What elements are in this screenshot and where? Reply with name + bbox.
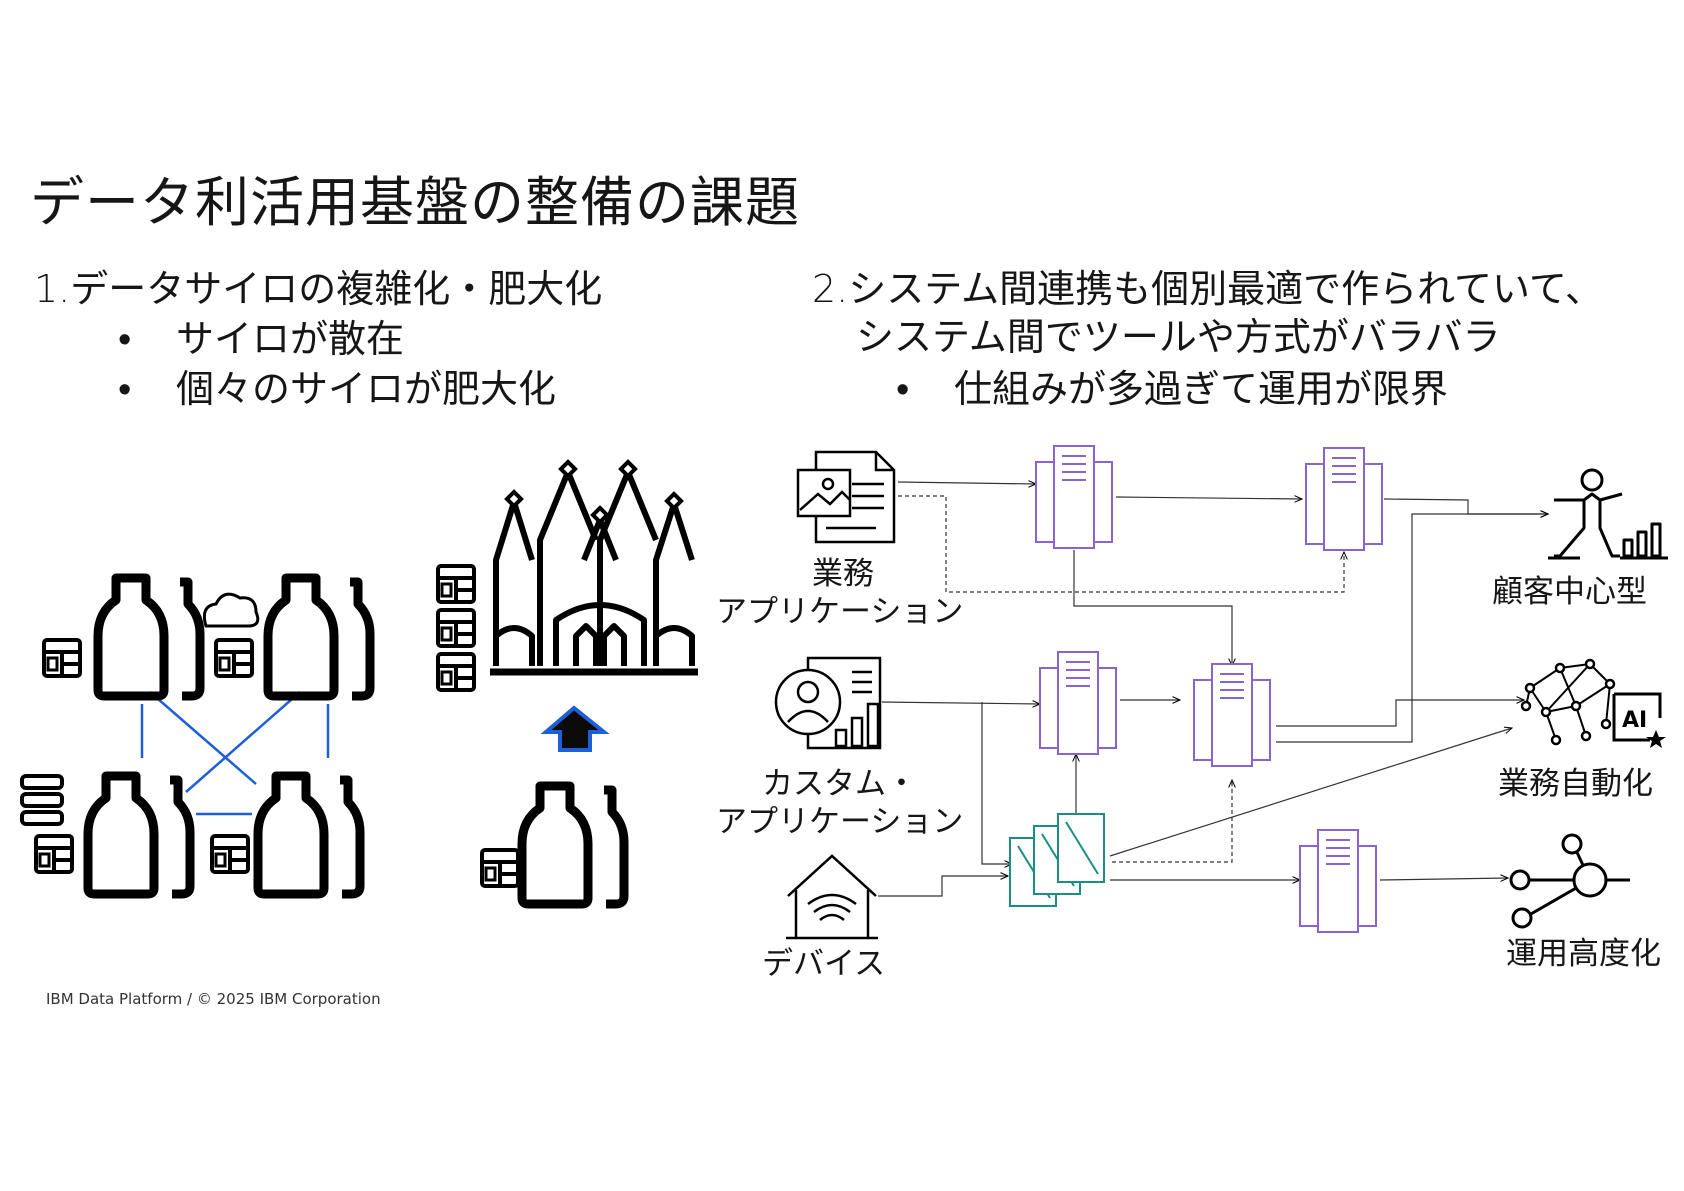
cathedral-icon — [490, 469, 698, 676]
section2-heading-line2: システム間でツールや方式がバラバラ — [856, 315, 1501, 359]
integration-server — [1305, 447, 1383, 551]
section1-bullet-1-text: サイロが散在 — [176, 317, 405, 361]
database-icon — [210, 834, 250, 874]
integration-server — [1039, 651, 1117, 755]
growth-arrow-icon — [540, 705, 610, 752]
ai-badge: AI — [1622, 708, 1647, 733]
star-icon — [1646, 730, 1666, 748]
silo-cluster — [20, 578, 370, 894]
section1-heading: 1.データサイロの複雑化・肥大化 — [34, 267, 603, 311]
custom-app-label-1: カスタム・ — [762, 766, 917, 802]
section1-bullet-2-text: 個々のサイロが肥大化 — [176, 367, 557, 411]
integration-connectors — [878, 482, 1548, 897]
hub-network-icon — [1509, 833, 1630, 929]
section2-bullet-1: • 仕組みが多過ぎて運用が限界 — [896, 358, 1448, 413]
section2-heading-line1: 2.システム間連携も個別最適で作られていて、 — [812, 267, 1603, 311]
outcome-operations-label: 運用高度化 — [1506, 936, 1661, 972]
database-icon — [480, 848, 520, 888]
silo-bottle — [98, 578, 200, 696]
section1-bullet-1: • サイロが散在 — [118, 308, 404, 363]
integration-server — [1299, 829, 1377, 933]
slide-title: データ利活用基盤の整備の課題 — [30, 171, 800, 234]
customer-centric-icon — [1548, 468, 1668, 560]
bullet-dot: • — [118, 367, 132, 411]
database-icon — [436, 608, 476, 648]
custom-app-label-2: アプリケーション — [716, 804, 964, 840]
cloud-icon — [202, 592, 260, 628]
section1-bullet-2: • 個々のサイロが肥大化 — [118, 358, 556, 413]
bullet-dot: • — [118, 317, 132, 361]
device-label: デバイス — [762, 946, 886, 982]
outcome-automation-label: 業務自動化 — [1498, 766, 1653, 802]
integration-server — [1193, 663, 1271, 767]
footer-copyright: IBM Data Platform / © 2025 IBM Corporati… — [46, 990, 381, 1008]
business-app-label-1: 業務 — [812, 556, 874, 592]
silo-bottle — [88, 776, 190, 894]
silo-bottle — [268, 578, 370, 696]
section2-bullet-1-text: 仕組みが多過ぎて運用が限界 — [954, 367, 1449, 411]
silo-link-lines — [140, 691, 330, 816]
outcome-customer-label: 顧客中心型 — [1492, 574, 1647, 610]
integration-server — [1035, 445, 1113, 549]
custom-app-icon — [774, 656, 882, 750]
ai-network-icon — [1520, 658, 1666, 748]
device-icon — [786, 854, 878, 940]
silo-bottle — [522, 786, 624, 904]
database-icon — [436, 564, 476, 604]
server-rack-icon — [20, 774, 64, 826]
database-icon — [34, 834, 74, 874]
silo-bottle — [258, 776, 360, 894]
cathedral-finials — [504, 459, 684, 525]
etl-pipeline-icon — [1009, 813, 1105, 907]
bullet-dot: • — [896, 367, 910, 411]
database-icon — [214, 638, 254, 678]
database-icon — [436, 652, 476, 692]
business-app-icon — [796, 450, 896, 544]
bloated-silo — [436, 459, 698, 904]
business-app-label-2: アプリケーション — [716, 594, 964, 630]
database-icon — [42, 638, 82, 678]
